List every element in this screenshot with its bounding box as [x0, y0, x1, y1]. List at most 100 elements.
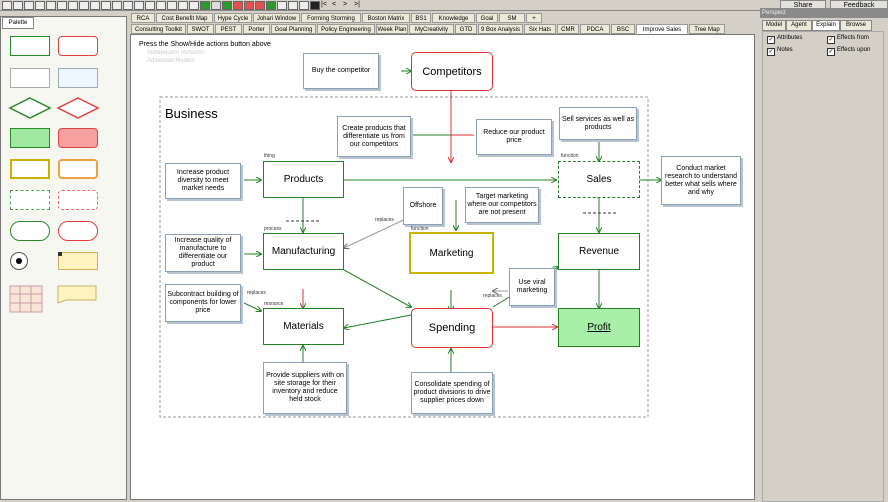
tab-policy-engineering[interactable]: Policy Engineering — [317, 24, 375, 34]
tab-bsc[interactable]: BSC — [611, 24, 635, 34]
palette-green-filled-rectangle[interactable] — [10, 128, 50, 148]
tab-cost-benefit-map[interactable]: Cost Benefit Map — [156, 13, 213, 23]
palette-yellow-green-rectangle[interactable] — [10, 159, 50, 179]
tab-johari-window[interactable]: Johari Window — [253, 13, 300, 23]
green-node-icon[interactable] — [200, 1, 210, 10]
open-icon[interactable] — [13, 1, 23, 10]
save-icon[interactable] — [24, 1, 34, 10]
note-reduce-price[interactable]: Reduce our product price — [476, 119, 552, 155]
note-create-products[interactable]: Create products that differentiate us fr… — [337, 116, 411, 157]
palette-yellow-note[interactable] — [58, 252, 98, 270]
tab-week-plan[interactable]: Week Plan — [376, 24, 408, 34]
tab-six-hats[interactable]: Six Hats — [524, 24, 556, 34]
tab-agent[interactable]: Agent — [786, 20, 812, 31]
delete-icon[interactable] — [101, 1, 111, 10]
node-competitors[interactable]: Competitors — [411, 52, 493, 91]
pencil-icon[interactable] — [145, 1, 155, 10]
note-subcontract[interactable]: Subcontract building of components for l… — [165, 284, 241, 322]
tab-knowledge[interactable]: Knowledge — [432, 13, 475, 23]
tab-forming-storming[interactable]: Forming Storming — [301, 13, 361, 23]
attributes-checkbox[interactable]: ✓ — [767, 36, 775, 44]
palette-red-filled-rectangle[interactable] — [58, 128, 98, 148]
group-icon[interactable] — [167, 1, 177, 10]
table-icon[interactable] — [189, 1, 199, 10]
copy-icon[interactable] — [57, 1, 67, 10]
palette-blue-rectangle[interactable] — [58, 68, 98, 88]
last-icon[interactable]: >| — [354, 1, 360, 8]
palette-plain-rectangle[interactable] — [10, 68, 50, 88]
find-icon[interactable] — [112, 1, 122, 10]
first-icon[interactable]: |< — [321, 1, 327, 8]
palette-green-pill[interactable] — [10, 221, 50, 241]
palette-table-grid[interactable] — [8, 284, 44, 314]
note-market-research[interactable]: Conduct market research to understand be… — [661, 156, 741, 205]
tab-improve-sales[interactable]: Improve Sales — [636, 24, 688, 34]
tab-model[interactable]: Model — [762, 20, 786, 31]
node-revenue[interactable]: Revenue — [558, 233, 640, 270]
tab-hype-cycle[interactable]: Hype Cycle — [214, 13, 252, 23]
green-block-icon[interactable] — [222, 1, 232, 10]
cut-icon[interactable] — [46, 1, 56, 10]
tab-9-box-analysis[interactable]: 9 Box Analysis — [478, 24, 523, 34]
grid-icon[interactable] — [277, 1, 287, 10]
palette-dashed-red-rectangle[interactable] — [58, 190, 98, 210]
node-sales[interactable]: Sales — [558, 161, 640, 198]
tab-gtd[interactable]: GTD — [455, 24, 477, 34]
note-consolidate-spending[interactable]: Consolidate spending of product division… — [411, 372, 493, 414]
palette-callout[interactable] — [54, 280, 100, 304]
note-sell-services[interactable]: Sell services as well as products — [559, 107, 637, 140]
tab-swot[interactable]: SWOT — [187, 24, 214, 34]
print-icon[interactable] — [35, 1, 45, 10]
new-icon[interactable] — [2, 1, 12, 10]
red-arrow-icon[interactable] — [255, 1, 265, 10]
palette-green-diamond[interactable] — [8, 96, 52, 120]
link-icon[interactable] — [134, 1, 144, 10]
node-spending[interactable]: Spending — [411, 308, 493, 348]
note-icon[interactable] — [211, 1, 221, 10]
monitor-icon[interactable] — [310, 1, 320, 10]
tab-consulting-toolkit[interactable]: Consulting Toolkit — [131, 24, 186, 34]
tab-explain[interactable]: Explain — [812, 20, 840, 31]
palette-tab[interactable]: Palette — [2, 17, 34, 29]
tab-pest[interactable]: PEST — [215, 24, 242, 34]
palette-orange-rectangle[interactable] — [58, 159, 98, 179]
red-node-icon[interactable] — [233, 1, 243, 10]
palette-dashed-green-rectangle[interactable] — [10, 190, 50, 210]
tab-boston-matrix[interactable]: Boston Matrix — [362, 13, 410, 23]
note-buy-competitor[interactable]: Buy the competitor — [303, 53, 379, 89]
tab-mycreativity[interactable]: MyCreativity — [409, 24, 454, 34]
tab-cmr[interactable]: CMR — [557, 24, 579, 34]
note-viral-marketing[interactable]: Use viral marketing — [509, 268, 555, 306]
node-marketing[interactable]: Marketing — [409, 232, 494, 274]
note-increase-quality[interactable]: Increase quality of manufacture to diffe… — [165, 234, 241, 272]
redo-icon[interactable] — [90, 1, 100, 10]
diagram-canvas[interactable]: Press the Show/Hide actions button above… — [130, 34, 755, 500]
tab-add[interactable]: + — [526, 13, 542, 23]
palette-red-rounded-rectangle[interactable] — [58, 36, 98, 56]
tab-porter[interactable]: Porter — [243, 24, 270, 34]
tab-goal[interactable]: Goal — [476, 13, 498, 23]
tab-browse[interactable]: Browse — [840, 20, 872, 31]
effects-from-checkbox[interactable]: ✓ — [827, 36, 835, 44]
info-icon[interactable] — [288, 1, 298, 10]
paste-icon[interactable] — [68, 1, 78, 10]
notes-checkbox[interactable]: ✓ — [767, 48, 775, 56]
node-icon[interactable] — [156, 1, 166, 10]
node-profit[interactable]: Profit — [558, 308, 640, 347]
prev-icon[interactable]: < — [332, 1, 337, 8]
chart-icon[interactable] — [178, 1, 188, 10]
zoom-icon[interactable] — [123, 1, 133, 10]
next-icon[interactable]: > — [343, 1, 348, 8]
note-provide-suppliers[interactable]: Provide suppliers with on site storage f… — [263, 362, 347, 414]
tab-sm[interactable]: SM — [499, 13, 525, 23]
node-manufacturing[interactable]: Manufacturing — [263, 233, 344, 270]
red-block-icon[interactable] — [244, 1, 254, 10]
palette-green-rectangle[interactable] — [10, 36, 50, 56]
tab-rca[interactable]: RCA — [131, 13, 155, 23]
effects-upon-checkbox[interactable]: ✓ — [827, 48, 835, 56]
green-arrow-icon[interactable] — [266, 1, 276, 10]
node-products[interactable]: Products — [263, 161, 344, 198]
undo-icon[interactable] — [79, 1, 89, 10]
tab-tree-map[interactable]: Tree Map — [689, 24, 725, 34]
note-target-marketing[interactable]: Target marketing where our competitors a… — [465, 187, 539, 223]
